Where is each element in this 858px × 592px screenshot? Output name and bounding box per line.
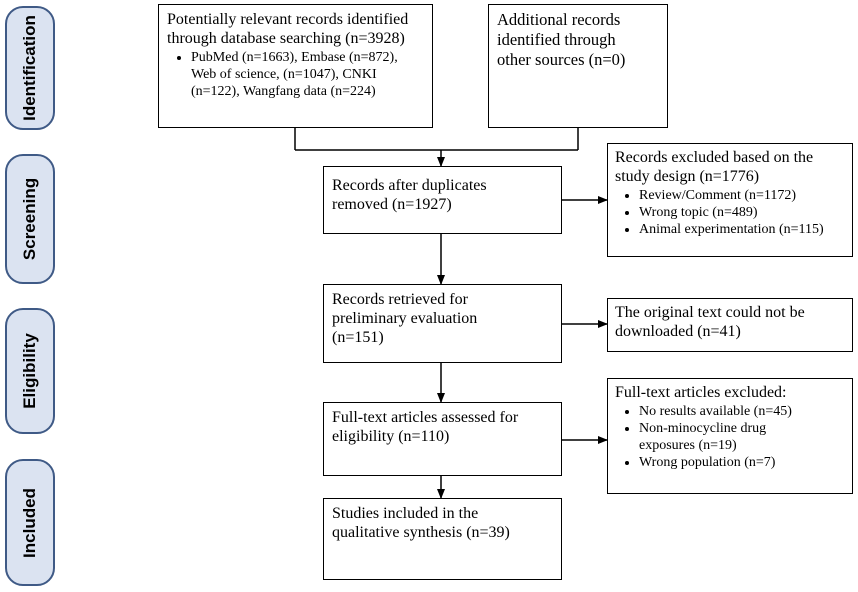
excluded-wrong-population: Wrong population (n=7): [639, 454, 845, 471]
not-downloaded-title: The original text could not be downloade…: [615, 304, 805, 340]
box-studies-included: Studies included in the qualitative synt…: [323, 498, 562, 580]
records-retrieved-title: Records retrieved for preliminary evalua…: [332, 291, 478, 346]
box-duplicates-removed: Records after duplicates removed (n=1927…: [323, 166, 562, 234]
studies-included-title: Studies included in the qualitative synt…: [332, 505, 510, 541]
fulltext-assessed-title: Full-text articles assessed for eligibil…: [332, 409, 519, 445]
excluded-animal-experimentation: Animal experimentation (n=115): [639, 221, 845, 238]
phase-identification: Identification: [5, 6, 55, 130]
excluded-no-results: No results available (n=45): [639, 403, 845, 420]
box-fulltext-excluded: Full-text articles excluded: No results …: [607, 378, 853, 494]
duplicates-removed-title: Records after duplicates removed (n=1927…: [332, 177, 487, 213]
excluded-wrong-topic: Wrong topic (n=489): [639, 204, 845, 221]
phase-included-label: Included: [20, 487, 39, 558]
phase-screening: Screening: [5, 154, 55, 284]
phase-eligibility-label: Eligibility: [20, 333, 39, 409]
box-not-downloaded: The original text could not be downloade…: [607, 298, 853, 352]
fulltext-excluded-title: Full-text articles excluded:: [615, 384, 787, 401]
phase-included: Included: [5, 459, 55, 586]
fulltext-excluded-list: No results available (n=45) Non-minocycl…: [615, 403, 845, 471]
phase-screening-label: Screening: [20, 177, 40, 261]
box-records-retrieved: Records retrieved for preliminary evalua…: [323, 284, 562, 363]
box-excluded-study-design: Records excluded based on the study desi…: [607, 143, 853, 257]
phase-eligibility: Eligibility: [5, 308, 55, 434]
box-database-records: Potentially relevant records identified …: [158, 4, 433, 128]
phase-identification-label: Identification: [20, 15, 39, 121]
database-sources-list: PubMed (n=1663), Embase (n=872), Web of …: [167, 49, 424, 100]
excluded-non-minocycline: Non-minocycline drug exposures (n=19): [639, 420, 845, 454]
excluded-study-design-list: Review/Comment (n=1172) Wrong topic (n=4…: [615, 187, 845, 238]
database-sources-item: PubMed (n=1663), Embase (n=872), Web of …: [191, 49, 424, 100]
box-additional-records: Additional records identified through ot…: [488, 4, 668, 128]
excluded-study-design-title: Records excluded based on the study desi…: [615, 149, 814, 185]
additional-records-title: Additional records identified through ot…: [497, 10, 626, 69]
database-records-title: Potentially relevant records identified …: [167, 11, 409, 47]
box-fulltext-assessed: Full-text articles assessed for eligibil…: [323, 402, 562, 476]
excluded-review-comment: Review/Comment (n=1172): [639, 187, 845, 204]
